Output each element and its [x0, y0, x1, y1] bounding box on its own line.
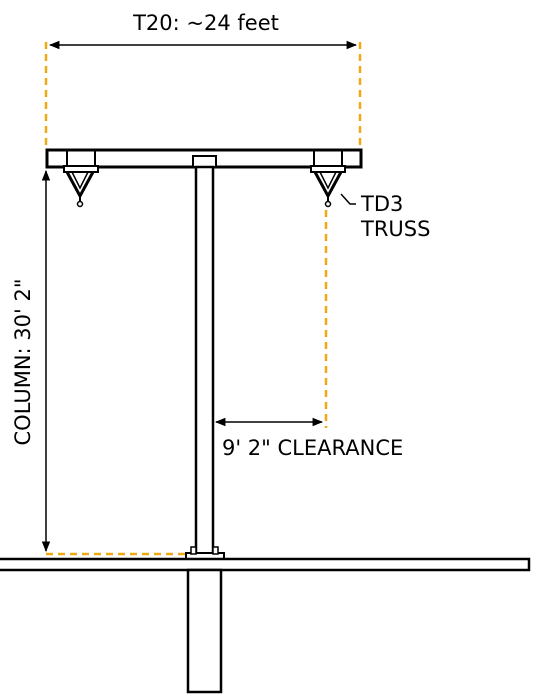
truss-label-line1: TD3 [360, 192, 403, 216]
column-cap-plate [192, 155, 217, 168]
footing [186, 568, 223, 694]
clearance-label: 9' 2" CLEARANCE [222, 436, 403, 460]
column-height-label: COLUMN: 30' 2" [11, 279, 35, 446]
column [194, 165, 215, 559]
ground-slab [0, 557, 531, 572]
truss-leader-line [340, 193, 356, 205]
left-truss [63, 150, 99, 208]
span-dimension: T20: ~24 feet [44, 11, 362, 148]
truss-label-line2: TRUSS [360, 217, 430, 241]
right-truss [310, 150, 346, 208]
span-label: T20: ~24 feet [132, 11, 279, 35]
